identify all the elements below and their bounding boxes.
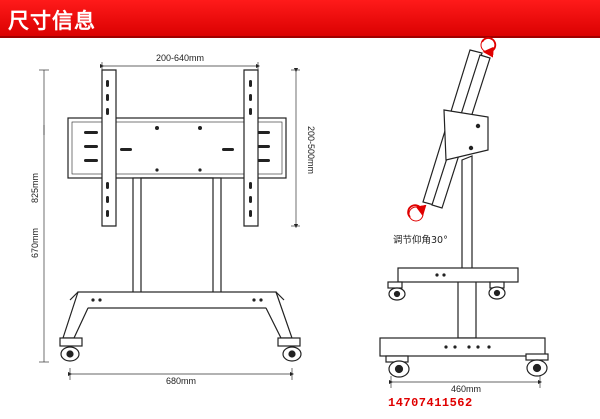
rotation-arrow-top [480,37,497,58]
mount-height-label: 200-500mm [306,126,316,174]
front-dimensions [39,62,300,380]
plate-holes [84,126,270,172]
post-height-label: 670mm [30,228,40,258]
column-frame [132,177,222,307]
tilt-head [443,109,489,161]
mount-plate-inner [71,121,283,175]
bracket-holes [106,80,252,217]
side-crossbar [397,267,519,283]
base-width-label: 680mm [166,376,196,386]
contact-phone: 14707411562 [388,396,473,410]
front-left-caster [59,337,83,362]
front-view [59,69,302,362]
side-caster-upper-left [387,281,406,301]
side-base-bar [379,337,546,357]
base-depth-label: 460mm [451,384,481,394]
rotation-arrow-bottom [407,204,427,222]
side-caster-lower-left [385,355,410,378]
base-bar [77,291,277,309]
side-view [379,49,549,378]
mount-width-label: 200-640mm [156,53,204,63]
side-dimensions [388,376,543,388]
side-caster-lower-right [525,353,549,377]
banner-stripe [0,36,600,38]
front-right-caster [277,337,302,362]
side-caster-upper-right [488,281,506,300]
right-bracket [243,69,259,227]
left-bracket [101,69,117,227]
title-banner: 尺寸信息 [0,0,600,38]
tilt-label: 调节仰角30° [393,234,448,246]
total-height-label: 825mm [30,173,40,203]
banner-title: 尺寸信息 [8,9,96,33]
